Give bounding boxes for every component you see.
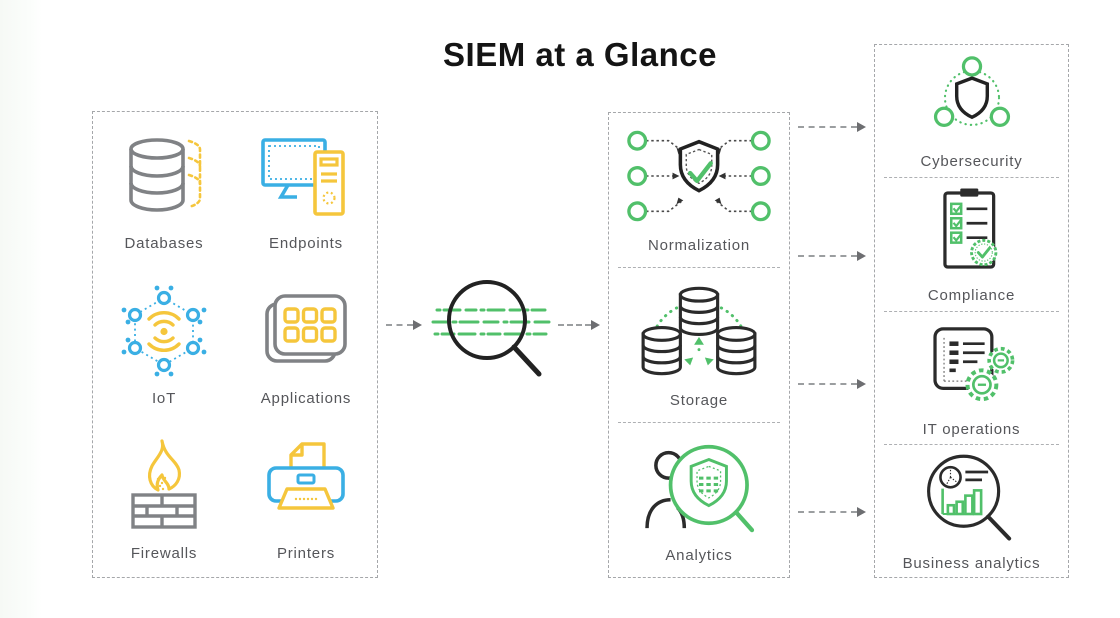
arrow-sources-to-collection <box>386 320 422 330</box>
arrow-siem-to-cybersecurity <box>798 122 866 132</box>
source-label: Endpoints <box>269 234 343 252</box>
data-sources-panel: Databases Endpoints <box>92 111 378 578</box>
applications-icon <box>265 293 347 363</box>
arrow-dash-line <box>798 126 857 128</box>
source-item-firewalls: Firewalls <box>93 422 235 577</box>
arrow-siem-to-it-operations <box>798 379 866 389</box>
arrow-siem-to-compliance <box>798 251 866 261</box>
arrow-head-icon <box>857 507 866 517</box>
source-label: IoT <box>151 389 177 407</box>
outcome-item-cybersecurity: Cybersecurity <box>875 45 1068 177</box>
printers-icon <box>267 441 345 510</box>
arrow-dash-line <box>798 255 857 257</box>
magnifier-collection-icon <box>431 280 551 377</box>
siem-label: Storage <box>669 392 729 409</box>
outcome-item-it-operations: IT operations <box>875 312 1068 444</box>
source-label: Printers <box>276 544 336 562</box>
source-label: Databases <box>124 234 204 252</box>
source-label: Applications <box>260 389 352 407</box>
arrow-dash-line <box>558 324 591 326</box>
outcome-label: IT operations <box>922 420 1021 438</box>
outcome-item-compliance: Compliance <box>875 178 1068 310</box>
arrow-head-icon <box>413 320 422 330</box>
outcomes-separator <box>884 443 1059 445</box>
outcome-label: Cybersecurity <box>920 153 1023 171</box>
outcome-label: Compliance <box>927 287 1016 305</box>
normalization-icon <box>627 130 771 222</box>
source-item-applications: Applications <box>235 267 377 422</box>
siem-pipeline-panel: Normalization <box>608 112 790 578</box>
arrow-head-icon <box>857 122 866 132</box>
arrow-head-icon <box>857 251 866 261</box>
page-title: SIEM at a Glance <box>443 36 717 73</box>
compliance-icon <box>942 188 997 269</box>
cybersecurity-icon <box>933 56 1010 128</box>
siem-item-storage: Storage <box>609 268 789 422</box>
siem-separator <box>618 267 780 268</box>
outcome-item-business-analytics: Business analytics <box>875 445 1068 577</box>
arrow-head-icon <box>591 320 600 330</box>
siem-item-analytics: Analytics <box>609 423 789 577</box>
outcomes-separator <box>884 310 1059 312</box>
arrow-collection-to-siem <box>558 320 600 330</box>
arrow-dash-line <box>386 324 413 326</box>
databases-icon <box>129 137 202 212</box>
source-item-printers: Printers <box>235 422 377 577</box>
siem-separator <box>618 422 780 423</box>
source-item-databases: Databases <box>93 112 235 267</box>
business-analytics-icon <box>927 455 1012 541</box>
iot-icon <box>121 285 207 376</box>
arrow-dash-line <box>798 383 857 385</box>
outcome-label: Business analytics <box>902 555 1041 573</box>
siem-label: Normalization <box>647 237 751 254</box>
siem-item-normalization: Normalization <box>609 113 789 267</box>
outcomes-separator <box>884 177 1059 179</box>
analytics-icon <box>645 444 755 533</box>
source-item-iot: IoT <box>93 267 235 422</box>
it-operations-icon <box>932 326 1014 401</box>
arrow-head-icon <box>857 379 866 389</box>
arrow-dash-line <box>798 511 857 513</box>
siem-label: Analytics <box>665 547 733 564</box>
firewalls-icon <box>131 438 197 529</box>
source-item-endpoints: Endpoints <box>235 112 377 267</box>
storage-icon <box>641 286 757 376</box>
arrow-siem-to-business-analytics <box>798 507 866 517</box>
endpoints-icon <box>261 137 345 216</box>
outcomes-panel: Cybersecurity Compliance <box>874 44 1069 578</box>
source-label: Firewalls <box>130 544 198 562</box>
left-edge-band <box>0 0 42 618</box>
